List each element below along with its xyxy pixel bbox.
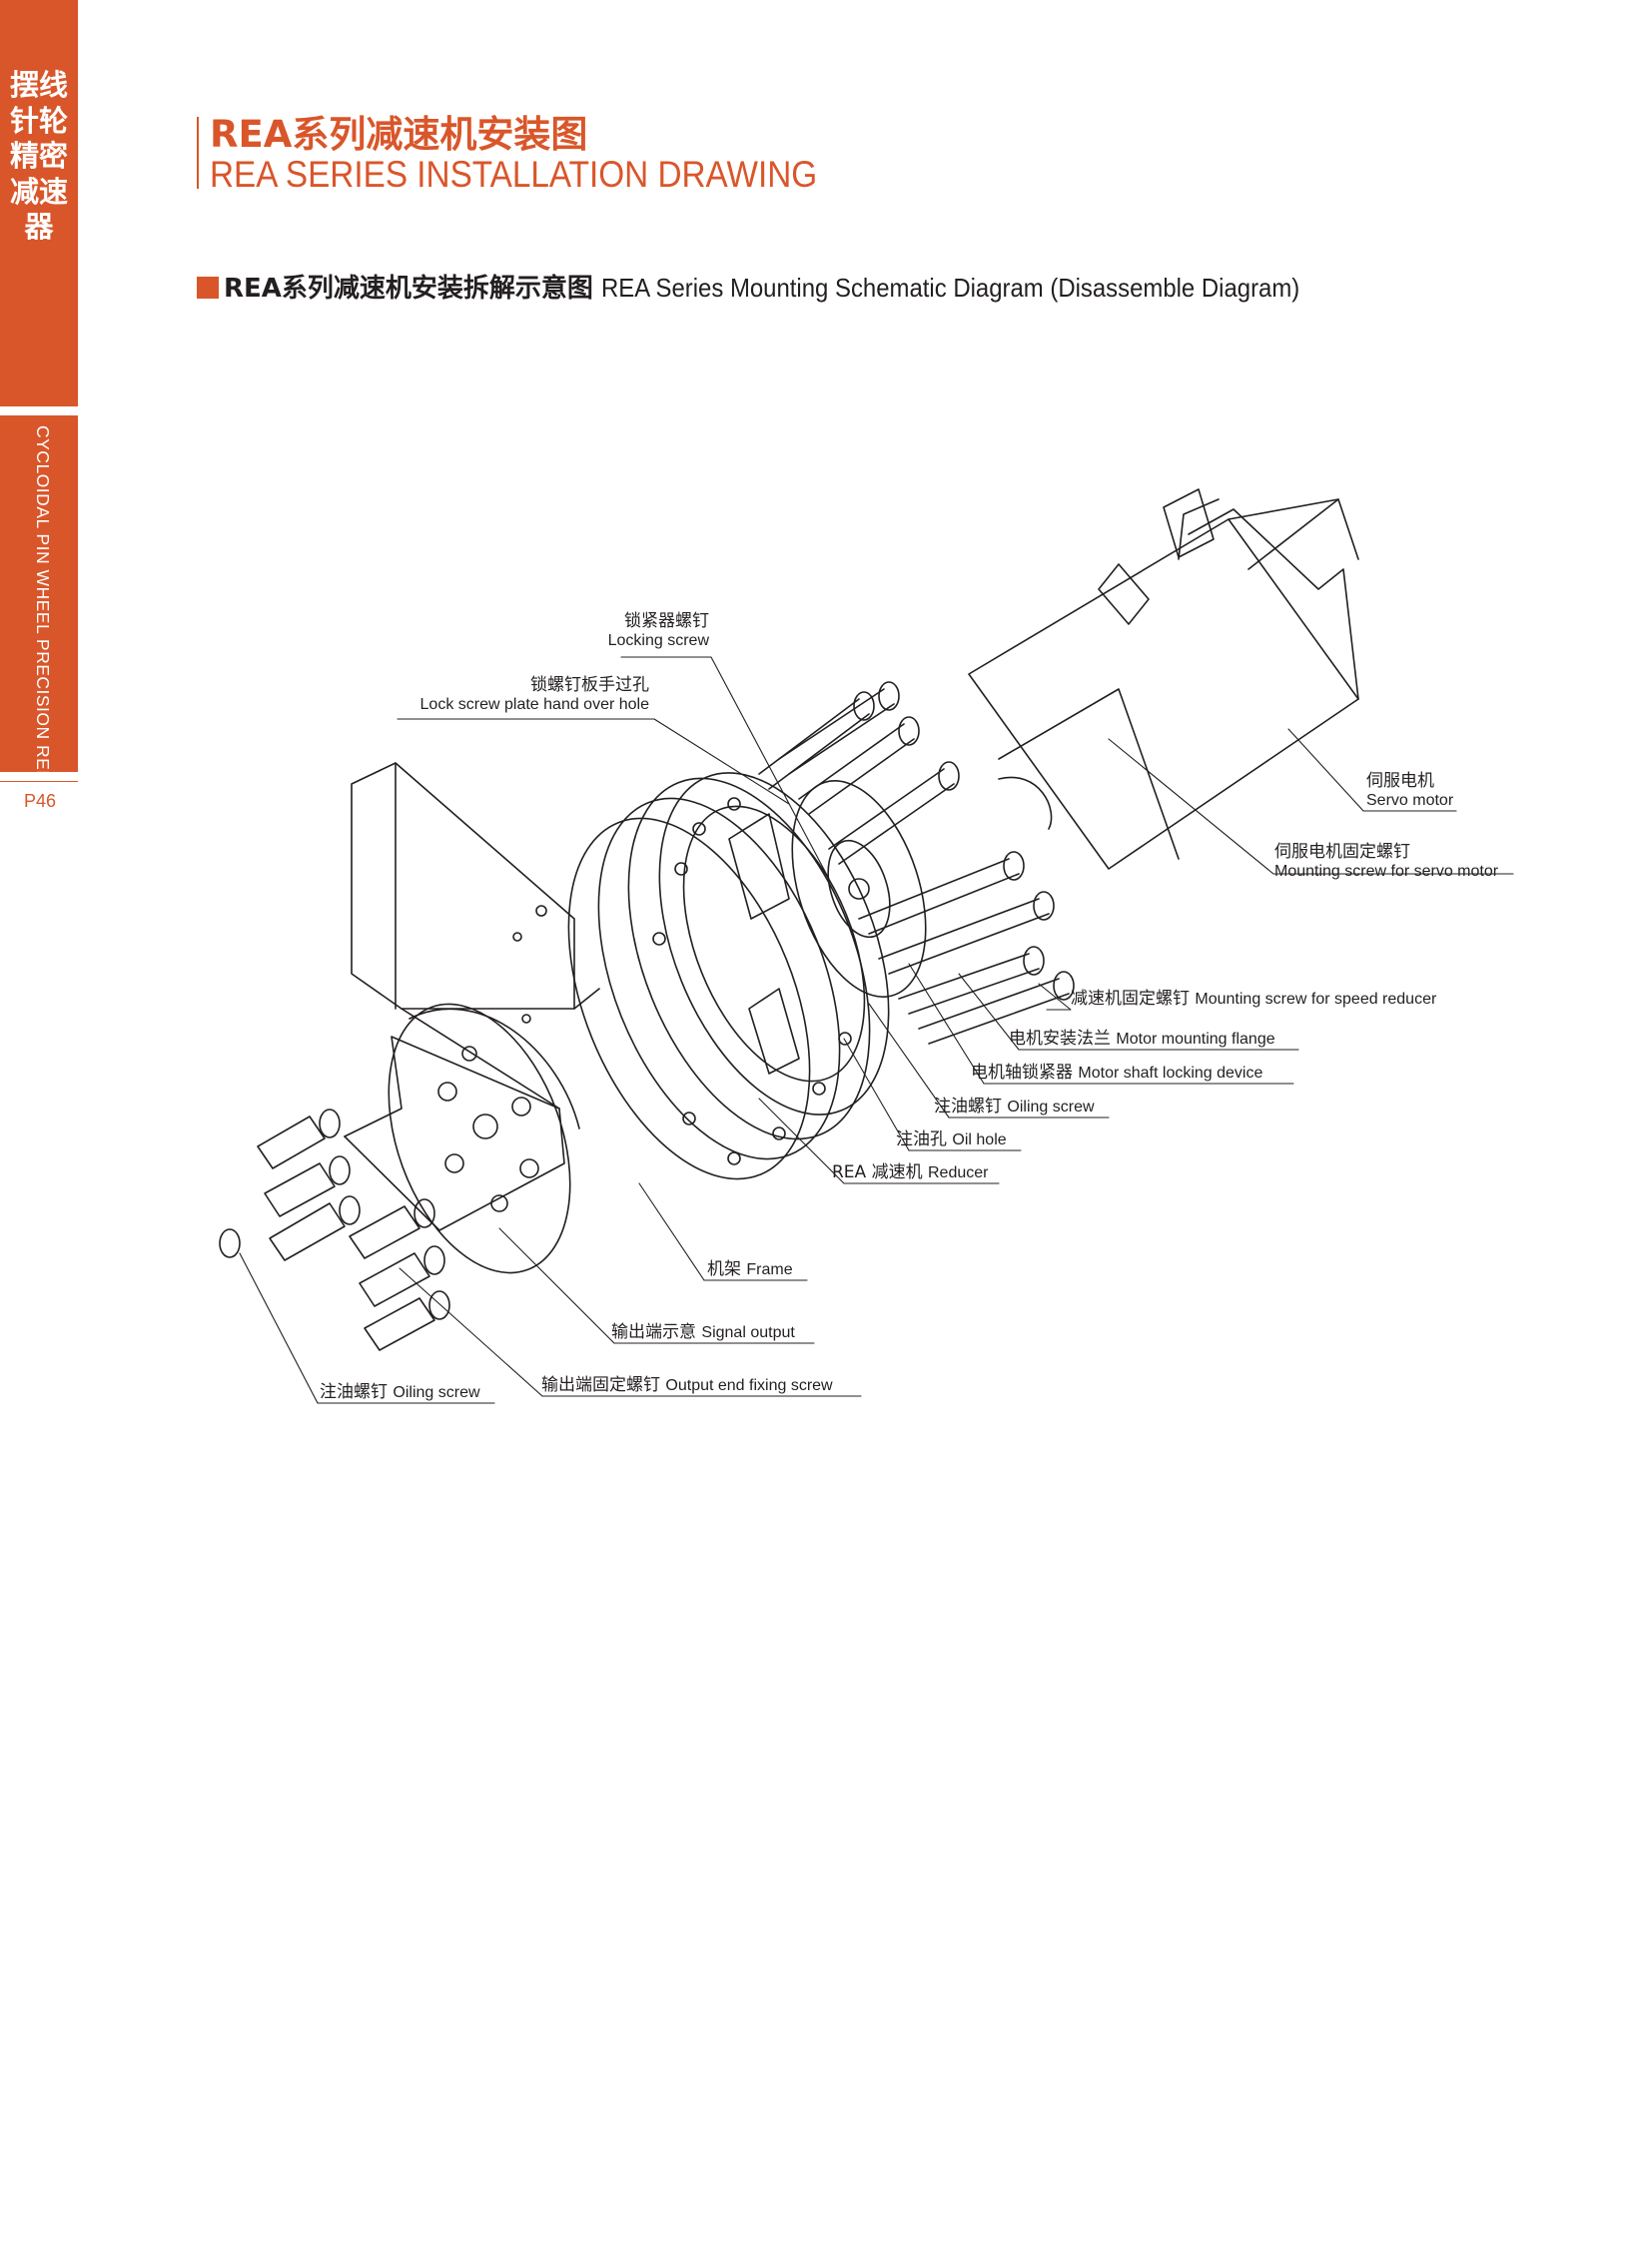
output-screws-illustration [219,1109,450,1351]
label-oiling-screw-1: 注油螺钉 Oiling screw [934,1097,1095,1118]
screws-illustration [758,681,1075,1045]
label-oiling-screw-2: 注油螺钉 Oiling screw [320,1382,480,1403]
section-title: REA系列减速机安装拆解示意图 REA Series Mounting Sche… [224,272,1360,305]
label-locking-screw-en: Locking screw [607,632,709,649]
label-frame: 机架 Frame [707,1259,793,1280]
label-locking-screw-cn: 锁紧器螺钉 [624,611,709,631]
reducer-illustration [567,772,890,1180]
label-oiling-screw-2-cn: 注油螺钉 [320,1382,388,1402]
label-oil-hole: 注油孔 Oil hole [896,1129,1007,1150]
label-servo-motor-screw: 伺服电机固定螺钉 Mounting screw for servo motor [1274,842,1498,882]
label-frame-cn: 机架 [707,1259,741,1279]
label-frame-en: Frame [746,1261,793,1278]
label-signal-output-en: Signal output [701,1324,795,1341]
label-oiling-screw-1-cn: 注油螺钉 [934,1097,1002,1117]
label-oiling-screw-2-en: Oiling screw [393,1384,480,1401]
label-locking-screw: 锁紧器螺钉 Locking screw [559,611,709,651]
page-title-cn: REA系列减速机安装图 [210,113,588,156]
label-servo-motor-screw-en: Mounting screw for servo motor [1274,863,1499,880]
section-title-cn: REA系列减速机安装拆解示意图 [224,274,593,304]
label-oil-hole-cn: 注油孔 [896,1129,947,1149]
label-reducer: REA 减速机 Reducer [832,1162,988,1183]
label-servo-motor-cn: 伺服电机 [1366,771,1434,791]
label-shaft-lock-cn: 电机轴锁紧器 [971,1063,1073,1083]
page-title-en: REA SERIES INSTALLATION DRAWING [210,154,818,195]
label-output-screw-en: Output end fixing screw [665,1377,833,1394]
label-reducer-en: Reducer [928,1164,989,1181]
label-lock-plate-hole: 锁螺钉板手过孔 Lock screw plate hand over hole [400,675,649,715]
label-shaft-lock: 电机轴锁紧器 Motor shaft locking device [971,1063,1262,1084]
sidebar-category-en-block: CYCLOIDAL PIN WHEEL PRECISION REDUCER [0,415,78,836]
label-signal-output-cn: 输出端示意 [611,1322,696,1342]
label-lock-plate-hole-en: Lock screw plate hand over hole [419,696,649,713]
label-reducer-screw: 减速机固定螺钉 Mounting screw for speed reducer [1071,989,1436,1010]
label-oiling-screw-1-en: Oiling screw [1007,1099,1095,1116]
label-motor-flange: 电机安装法兰 Motor mounting flange [1009,1029,1275,1050]
label-motor-flange-cn: 电机安装法兰 [1009,1029,1111,1049]
page-divider [0,781,78,782]
title-accent-bar [197,117,199,189]
output-disk-illustration [388,1003,580,1274]
motor-flange-illustration [791,780,927,998]
label-reducer-screw-en: Mounting screw for speed reducer [1195,991,1437,1008]
page-number: P46 [24,791,57,811]
sidebar-category-block: 摆线针轮精密减速器 [0,0,78,406]
label-signal-output: 输出端示意 Signal output [611,1322,795,1343]
section-title-en: REA Series Mounting Schematic Diagram (D… [601,273,1300,303]
servo-motor-illustration [968,488,1359,870]
frame-illustration [344,762,600,1231]
label-reducer-screw-cn: 减速机固定螺钉 [1071,989,1190,1009]
label-reducer-cn: REA 减速机 [832,1162,923,1182]
label-servo-motor-en: Servo motor [1366,792,1454,809]
label-motor-flange-en: Motor mounting flange [1116,1031,1275,1048]
label-output-screw-cn: 输出端固定螺钉 [541,1375,660,1395]
leader-lines [239,656,1514,1404]
sidebar-category-en: CYCLOIDAL PIN WHEEL PRECISION REDUCER [33,425,53,836]
sidebar-category-cn: 摆线针轮精密减速器 [9,68,68,244]
label-output-screw: 输出端固定螺钉 Output end fixing screw [541,1375,833,1396]
label-servo-motor: 伺服电机 Servo motor [1366,771,1453,811]
label-oil-hole-en: Oil hole [952,1131,1007,1148]
label-servo-motor-screw-cn: 伺服电机固定螺钉 [1274,842,1410,862]
label-shaft-lock-en: Motor shaft locking device [1078,1065,1263,1082]
section-marker [197,277,219,299]
label-lock-plate-hole-cn: 锁螺钉板手过孔 [530,675,649,695]
